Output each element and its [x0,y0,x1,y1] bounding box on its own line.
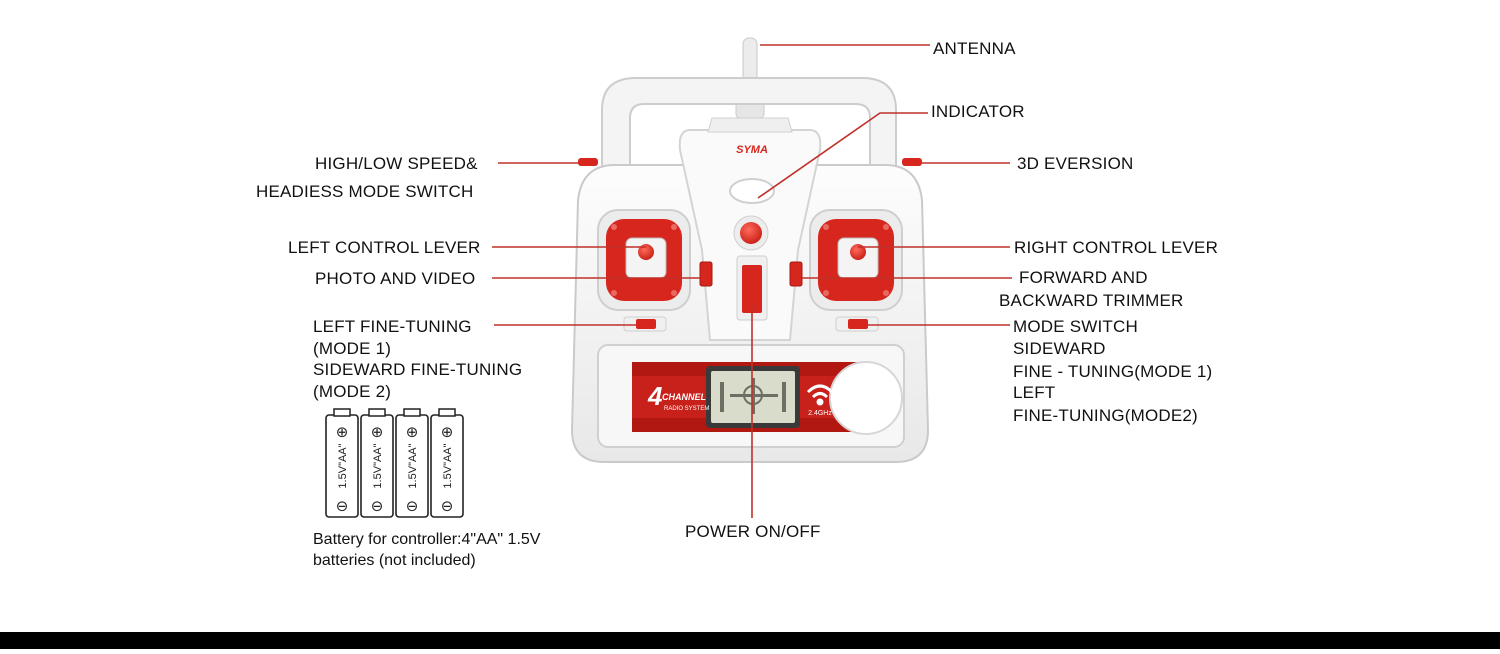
label-left-fine-line3: SIDEWARD FINE-TUNING [313,360,523,379]
forward-backward-trimmer[interactable] [789,261,803,287]
label-speed-line2: HEADIESS MODE SWITCH [256,182,474,201]
display-panel [597,344,905,448]
label-3d-eversion: 3D EVERSION [1017,154,1134,173]
label-right-control-lever: RIGHT CONTROL LEVER [1014,238,1219,257]
bottom-bar [0,632,1500,649]
battery-cell: ⊕ ⊖ 1.5V"AA" [395,408,429,518]
leader-indicator [757,112,928,199]
label-antenna: ANTENNA [933,39,1016,58]
battery-cell: ⊕ ⊖ 1.5V"AA" [360,408,394,518]
minus-icon: ⊖ [406,497,419,515]
plus-icon: ⊕ [406,423,419,441]
battery-cell-label: 1.5V"AA" [442,443,454,488]
plus-icon: ⊕ [371,423,384,441]
minus-icon: ⊖ [371,497,384,515]
minus-icon: ⊖ [336,497,349,515]
battery-group: ⊕ ⊖ 1.5V"AA" ⊕ ⊖ 1.5V"AA" ⊕ ⊖ 1.5V"AA" ⊕ ⊖ 1.5V"AA" [325,408,464,518]
plus-icon: ⊕ [441,423,454,441]
battery-cell: ⊕ ⊖ 1.5V"AA" [430,408,464,518]
photo-video-button[interactable] [699,261,713,287]
label-speed-line1: HIGH/LOW SPEED& [315,154,478,173]
label-forward-line1: FORWARD AND [1019,268,1148,287]
power-switch[interactable] [736,255,768,321]
left-control-lever[interactable] [597,209,691,311]
radio-system-text: RADIO SYSTEM [664,406,709,412]
channel-word: CHANNEL [662,392,706,402]
label-forward-line2: BACKWARD TRIMMER [999,291,1184,310]
indicator-light [729,178,775,204]
battery-note-line1: Battery for controller:4"AA" 1.5V [313,531,541,548]
label-left-fine-line2: (MODE 1) [313,339,392,358]
battery-cell: ⊕ ⊖ 1.5V"AA" [325,408,359,518]
label-left-fine-line1: LEFT FINE-TUNING [313,317,472,336]
battery-cell-label: 1.5V"AA" [407,443,419,488]
round-red-button[interactable] [733,215,769,251]
label-left-control-lever: LEFT CONTROL LEVER [288,238,481,257]
channel-number: 4 [647,381,663,411]
mode-switch-trimmer[interactable] [835,316,879,332]
battery-cell-label: 1.5V"AA" [372,443,384,488]
minus-icon: ⊖ [441,497,454,515]
label-power: POWER ON/OFF [685,522,821,541]
label-photo-video: PHOTO AND VIDEO [315,269,476,288]
plus-icon: ⊕ [336,423,349,441]
label-mode-line4: LEFT [1013,383,1056,402]
label-mode-line5: FINE-TUNING(MODE2) [1013,406,1198,425]
label-indicator: INDICATOR [931,102,1025,121]
brand-logo: SYMA [736,144,768,156]
label-mode-line2: SIDEWARD [1013,339,1106,358]
wifi-icon [806,384,834,406]
right-control-lever[interactable] [809,209,903,311]
frequency-text: 2.4GHz [808,410,832,417]
label-mode-line3: FINE - TUNING(MODE 1) [1013,362,1213,381]
label-mode-line1: MODE SWITCH [1013,317,1138,336]
label-left-fine-line4: (MODE 2) [313,382,392,401]
left-fine-tuning-trimmer[interactable] [623,316,667,332]
battery-note-line2: batteries (not included) [313,552,476,569]
leader-lines [492,44,1012,518]
battery-cell-label: 1.5V"AA" [337,443,349,488]
